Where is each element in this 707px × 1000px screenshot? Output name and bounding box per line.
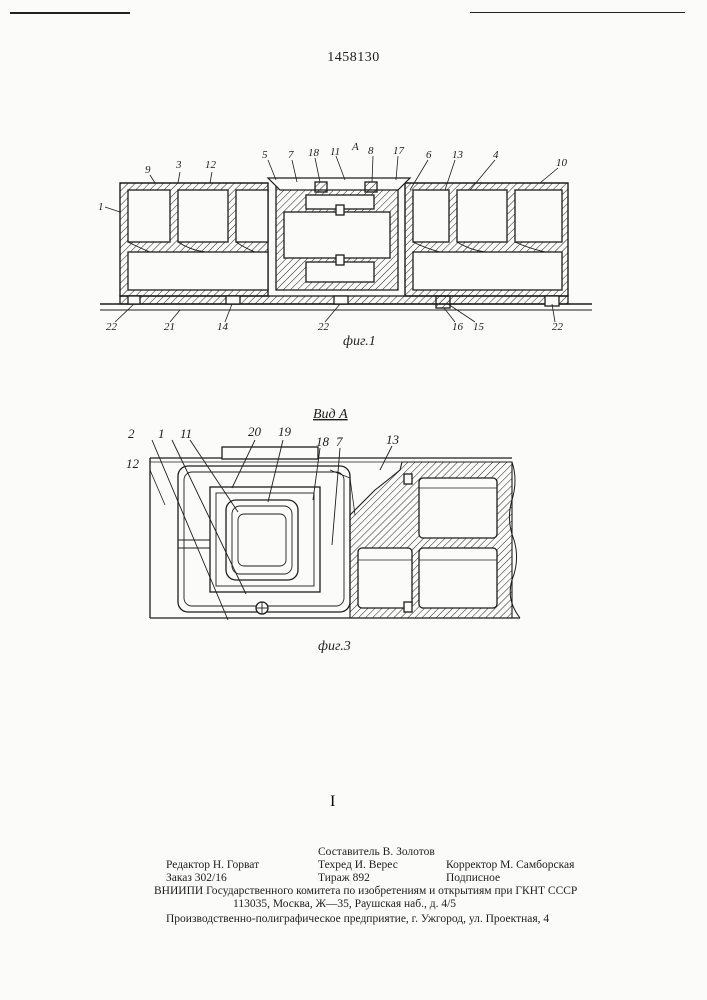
imprint-institute: ВНИИПИ Государственного комитета по изоб…	[154, 885, 577, 898]
fig3-label: 11	[180, 426, 192, 441]
imprint-circulation: Тираж 892	[318, 872, 370, 885]
figure-1-caption: фиг.1	[343, 334, 376, 349]
fig3-label: 7	[336, 434, 343, 449]
fig1-label: 6	[426, 149, 432, 161]
fig1-label: 4	[493, 149, 499, 161]
imprint-editor: Редактор Н. Горват	[166, 859, 259, 872]
fig1-label: 1	[98, 201, 104, 213]
fig1-label: 22	[552, 321, 564, 333]
view-marker-A: A	[351, 141, 359, 153]
fig3-label: 13	[386, 432, 400, 447]
imprint-corrector: Корректор М. Самборская	[446, 859, 574, 872]
fig1-label: 9	[145, 164, 151, 176]
figure-3-drawing	[150, 440, 520, 620]
fig1-label: 16	[452, 321, 464, 333]
imprint-subscription: Подписное	[446, 872, 500, 885]
stray-mark: I	[330, 793, 335, 810]
fig1-label: 13	[452, 149, 464, 161]
fig1-label: 8	[368, 145, 374, 157]
fig3-label: 18	[316, 434, 330, 449]
fig1-label: 11	[330, 146, 340, 158]
imprint-printer: Производственно-полиграфическое предприя…	[166, 913, 549, 926]
fig1-label: 21	[164, 321, 175, 333]
figure-3-caption: фиг.3	[318, 639, 351, 654]
fig3-label: 2	[128, 426, 135, 441]
imprint-address: 113035, Москва, Ж—35, Раушская наб., д. …	[233, 898, 456, 911]
imprint-order: Заказ 302/16	[166, 872, 227, 885]
fig3-label: 12	[126, 456, 140, 471]
fig1-label: 3	[175, 159, 182, 171]
fig1-label: 14	[217, 321, 229, 333]
fig3-label: 19	[278, 424, 292, 439]
fig1-label: 22	[106, 321, 118, 333]
fig1-label: 10	[556, 157, 568, 169]
fig3-label: 1	[158, 426, 165, 441]
view-title: Вид А	[313, 407, 348, 422]
fig3-label: 20	[248, 424, 262, 439]
figure-1-drawing	[100, 156, 592, 322]
imprint-techred: Техред И. Верес	[318, 859, 398, 872]
fig1-label: 17	[393, 145, 405, 157]
fig1-label: 7	[288, 149, 294, 161]
fig1-label: 5	[262, 149, 268, 161]
fig1-label: 22	[318, 321, 330, 333]
fig1-label: 15	[473, 321, 485, 333]
fig1-label: 18	[308, 147, 320, 159]
fig1-label: 12	[205, 159, 217, 171]
imprint-compiler: Составитель В. Золотов	[318, 846, 435, 859]
